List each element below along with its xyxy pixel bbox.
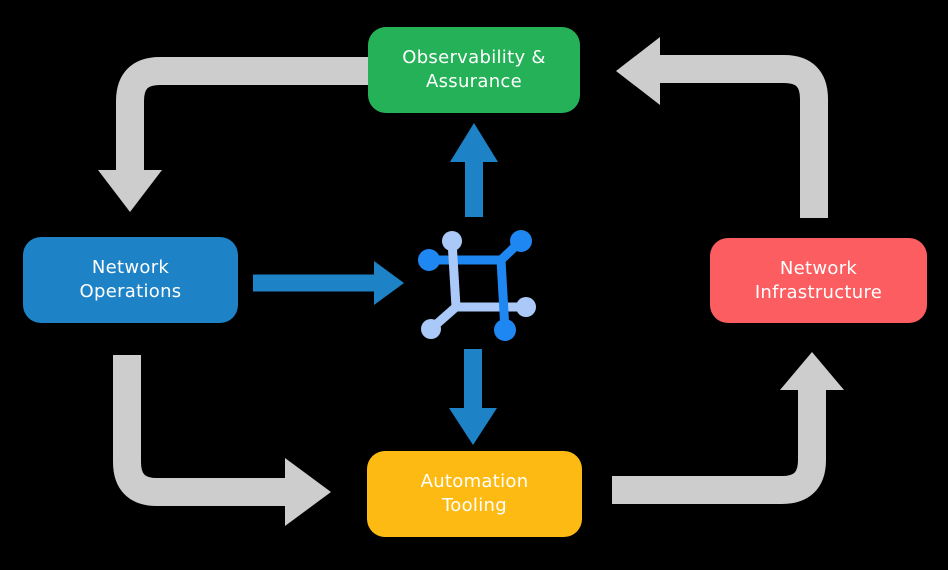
arrow-head-right <box>285 458 331 526</box>
node-label: Network Operations <box>79 257 182 302</box>
arrow-operations-to-center <box>253 261 404 305</box>
node-automation-tooling: Automation Tooling <box>367 451 582 537</box>
icon-light-dot-right <box>516 297 536 317</box>
icon-dark-dot-left <box>418 249 440 271</box>
arrow-shaft <box>113 355 287 506</box>
arrow-head-up <box>450 123 498 162</box>
node-label: Automation Tooling <box>420 471 529 516</box>
arrow-head-left <box>616 37 660 105</box>
node-network-infrastructure: Network Infrastructure <box>710 238 927 323</box>
arrow-infrastructure-to-observability <box>616 37 828 218</box>
arrow-observability-to-operations <box>98 57 368 212</box>
node-label: Observability & Assurance <box>402 47 546 92</box>
arrow-shaft <box>116 57 368 172</box>
arrow-shaft <box>658 55 828 218</box>
arrow-automation-to-infrastructure <box>612 352 844 504</box>
icon-dark-dot-bottom <box>494 319 516 341</box>
icon-dark-line <box>496 255 510 335</box>
icon-light-dot-bottom-left <box>421 319 441 339</box>
arrow-head-down <box>98 170 162 212</box>
node-label: Network Infrastructure <box>754 257 883 303</box>
arrow-center-to-automation <box>449 349 497 445</box>
arrow-head-up <box>780 352 844 390</box>
icon-dark-dot-top-right <box>510 230 532 252</box>
icon-dark-bottom-segment <box>494 255 516 341</box>
icon-light-segment <box>421 231 536 339</box>
arrow-shaft <box>612 388 826 504</box>
arrow-head-right <box>374 261 404 305</box>
node-observability-assurance: Observability & Assurance <box>368 27 580 113</box>
icon-dark-top-segment <box>418 230 532 271</box>
arrow-center-to-observability <box>450 123 498 217</box>
arrow-operations-to-automation <box>113 355 331 526</box>
arrow-head-down <box>449 408 497 445</box>
network-mesh-icon <box>418 230 536 341</box>
node-network-operations: Network Operations <box>23 237 238 323</box>
icon-light-dot-top <box>442 231 462 251</box>
